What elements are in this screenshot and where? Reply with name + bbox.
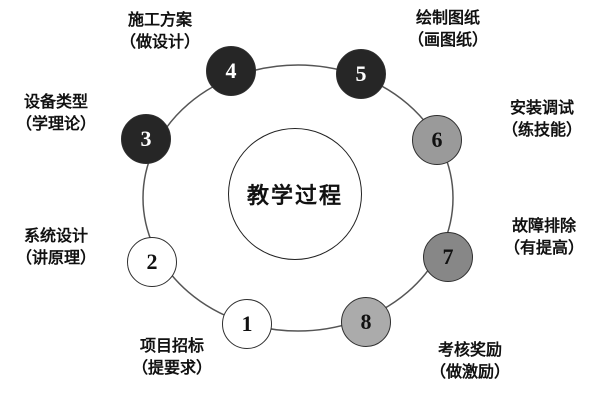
node-label-3: 设备类型 （学理论） — [2, 92, 110, 136]
cycle-node-7: 7 — [423, 232, 473, 282]
node-title-6: 安装调试 — [509, 100, 574, 117]
center-circle: 教学过程 — [228, 128, 362, 260]
node-number-3: 3 — [140, 126, 152, 151]
cycle-node-1: 1 — [222, 299, 272, 349]
cycle-node-3: 3 — [121, 114, 171, 164]
node-title-7: 故障排除 — [511, 218, 576, 235]
node-subtitle-8: （做激励） — [429, 364, 510, 381]
node-subtitle-1: （提要求） — [131, 360, 212, 377]
node-label-5: 绘制图纸 （画图纸） — [392, 8, 504, 52]
node-label-2: 系统设计 （讲原理） — [2, 226, 110, 270]
node-title-1: 项目招标 — [139, 338, 204, 355]
node-subtitle-7: （有提高） — [503, 240, 584, 257]
node-subtitle-6: （练技能） — [501, 122, 582, 139]
node-title-4: 施工方案 — [127, 12, 192, 29]
cycle-node-6: 6 — [412, 115, 462, 165]
node-title-3: 设备类型 — [23, 94, 88, 111]
node-subtitle-3: （学理论） — [15, 116, 96, 133]
cycle-node-2: 2 — [127, 237, 177, 287]
node-number-4: 4 — [225, 58, 237, 83]
node-title-8: 考核奖励 — [437, 342, 502, 359]
cycle-node-8: 8 — [341, 297, 391, 347]
node-label-4: 施工方案 （做设计） — [104, 10, 216, 54]
node-label-6: 安装调试 （练技能） — [486, 98, 598, 142]
node-subtitle-2: （讲原理） — [15, 250, 96, 267]
node-number-2: 2 — [146, 249, 158, 274]
node-title-2: 系统设计 — [23, 228, 88, 245]
cycle-node-5: 5 — [336, 49, 386, 99]
node-number-5: 5 — [355, 61, 367, 86]
node-number-1: 1 — [241, 311, 253, 336]
node-number-7: 7 — [442, 244, 454, 269]
center-label: 教学过程 — [246, 183, 343, 208]
cycle-node-4: 4 — [206, 46, 256, 96]
node-label-8: 考核奖励 （做激励） — [414, 340, 526, 384]
node-label-1: 项目招标 （提要求） — [116, 336, 228, 380]
node-number-8: 8 — [360, 309, 372, 334]
node-title-5: 绘制图纸 — [415, 10, 480, 27]
node-subtitle-4: （做设计） — [119, 34, 200, 51]
node-subtitle-5: （画图纸） — [407, 32, 488, 49]
node-label-7: 故障排除 （有提高） — [488, 216, 600, 260]
node-number-6: 6 — [431, 127, 443, 152]
